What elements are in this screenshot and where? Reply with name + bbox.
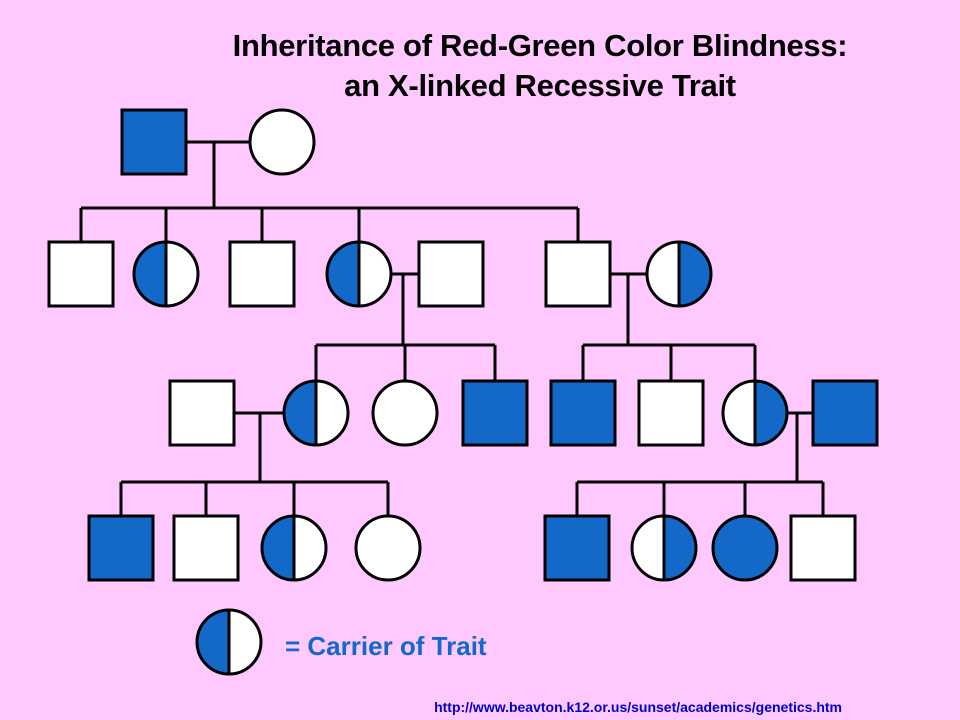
pedigree-g3-daughter-1-carrier-half <box>284 381 316 445</box>
legend-carrier-symbol-carrier-half <box>197 610 229 674</box>
pedigree-g4-daughter-4-circle-fill <box>713 516 777 580</box>
pedigree-g2-daughter-2 <box>325 240 393 308</box>
pedigree-g3-son-3-square <box>637 379 705 447</box>
pedigree-g3-son-3 <box>637 379 705 447</box>
pedigree-g2-son-3-square <box>544 240 612 308</box>
pedigree-g4-daughter-3 <box>630 514 698 582</box>
pedigree-g1-father-square <box>120 108 188 176</box>
pedigree-g3-daughter-3 <box>721 379 789 447</box>
source-url: http://www.beavton.k12.or.us/sunset/acad… <box>434 699 842 715</box>
pedigree-lines <box>79 140 825 516</box>
pedigree-g3-daughter-2-circle-outline <box>371 379 439 447</box>
pedigree-g4-son-3-square <box>543 514 611 582</box>
pedigree-g2-son-1-square <box>47 240 115 308</box>
pedigree-g4-son-1 <box>87 514 155 582</box>
pedigree-g2-son-1 <box>47 240 115 308</box>
legend-label: = Carrier of Trait <box>285 631 487 661</box>
pedigree-g2-spouse-1 <box>417 240 485 308</box>
pedigree-g3-daughter-2 <box>371 379 439 447</box>
pedigree-g4-son-2-square <box>172 514 240 582</box>
pedigree-g1-mother <box>248 108 316 176</box>
pedigree-symbols <box>47 108 879 582</box>
pedigree-g4-daughter-2-circle-outline <box>354 514 422 582</box>
pedigree-g3-daughter-1-circle-outline <box>282 379 350 447</box>
pedigree-g4-daughter-1-circle-outline <box>260 514 328 582</box>
pedigree-g4-son-2 <box>172 514 240 582</box>
pedigree-g4-son-4 <box>789 514 857 582</box>
pedigree-g3-son-1 <box>461 379 529 447</box>
pedigree-g2-spouse-1-square <box>417 240 485 308</box>
pedigree-g3-spouse-1 <box>168 379 236 447</box>
legend-carrier-symbol <box>195 608 263 676</box>
pedigree-g1-mother-circle-outline <box>248 108 316 176</box>
pedigree-g3-daughter-3-circle-outline <box>721 379 789 447</box>
pedigree-g3-son-2-square <box>549 379 617 447</box>
pedigree-g3-spouse-1-square <box>168 379 236 447</box>
pedigree-g4-daughter-4-circle-outline <box>711 514 779 582</box>
pedigree-g2-daughter-2-carrier-half <box>327 242 359 306</box>
pedigree-g3-son-2 <box>549 379 617 447</box>
pedigree-g4-son-4-square <box>789 514 857 582</box>
pedigree-g3-daughter-2-circle-fill <box>373 381 437 445</box>
pedigree-g1-father <box>120 108 188 176</box>
pedigree-g1-mother-circle-fill <box>250 110 314 174</box>
pedigree-g2-spouse-2 <box>645 240 713 308</box>
pedigree-g2-daughter-1 <box>132 240 200 308</box>
pedigree-g4-son-1-square <box>87 514 155 582</box>
pedigree-g4-daughter-3-circle-outline <box>630 514 698 582</box>
pedigree-g2-daughter-1-carrier-half <box>134 242 166 306</box>
legend-symbol <box>195 608 263 676</box>
title-line-1: Inheritance of Red-Green Color Blindness… <box>233 28 848 63</box>
pedigree-g3-spouse-2-square <box>811 379 879 447</box>
title-line-2: an X-linked Recessive Trait <box>344 68 736 103</box>
pedigree-g2-son-2-square <box>228 240 296 308</box>
pedigree-g3-spouse-2 <box>811 379 879 447</box>
pedigree-g2-son-3 <box>544 240 612 308</box>
pedigree-g4-daughter-3-carrier-half <box>664 516 696 580</box>
pedigree-g4-daughter-4 <box>711 514 779 582</box>
pedigree-g3-son-1-square <box>461 379 529 447</box>
pedigree-g3-daughter-1 <box>282 379 350 447</box>
pedigree-g2-daughter-2-circle-outline <box>325 240 393 308</box>
legend-carrier-symbol-circle-outline <box>195 608 263 676</box>
pedigree-g2-spouse-2-circle-outline <box>645 240 713 308</box>
pedigree-g2-spouse-2-carrier-half <box>679 242 711 306</box>
pedigree-g4-daughter-1-carrier-half <box>262 516 294 580</box>
pedigree-g4-daughter-1 <box>260 514 328 582</box>
pedigree-g3-daughter-3-carrier-half <box>755 381 787 445</box>
pedigree-g2-daughter-1-circle-outline <box>132 240 200 308</box>
pedigree-g4-daughter-2 <box>354 514 422 582</box>
pedigree-g4-son-3 <box>543 514 611 582</box>
pedigree-g4-daughter-2-circle-fill <box>356 516 420 580</box>
pedigree-g2-son-2 <box>228 240 296 308</box>
